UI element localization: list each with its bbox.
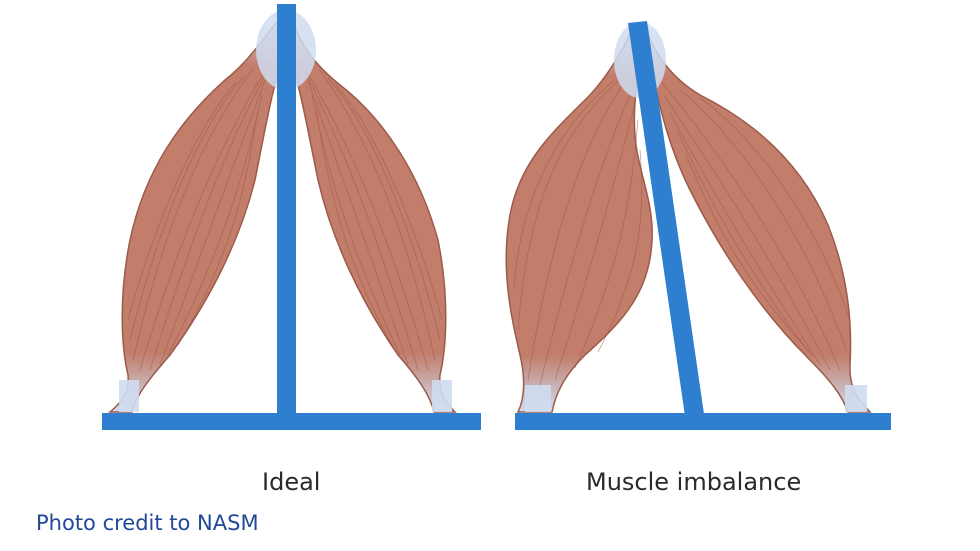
ideal-vertical-bone — [277, 4, 296, 414]
imbalance-base-bone — [515, 413, 891, 430]
ideal-left-muscle — [108, 16, 283, 413]
ideal-caption: Ideal — [262, 468, 321, 496]
imbalance-right-muscle — [645, 29, 872, 413]
ideal-panel — [102, 4, 481, 430]
ideal-base-bone — [102, 413, 481, 430]
imbalance-panel — [505, 21, 891, 430]
imbalance-left-muscle — [505, 28, 653, 413]
imbalance-caption: Muscle imbalance — [586, 468, 802, 496]
imbalance-tilted-bone — [628, 21, 704, 416]
ideal-right-muscle — [291, 17, 457, 413]
photo-credit: Photo credit to NASM — [36, 511, 259, 535]
